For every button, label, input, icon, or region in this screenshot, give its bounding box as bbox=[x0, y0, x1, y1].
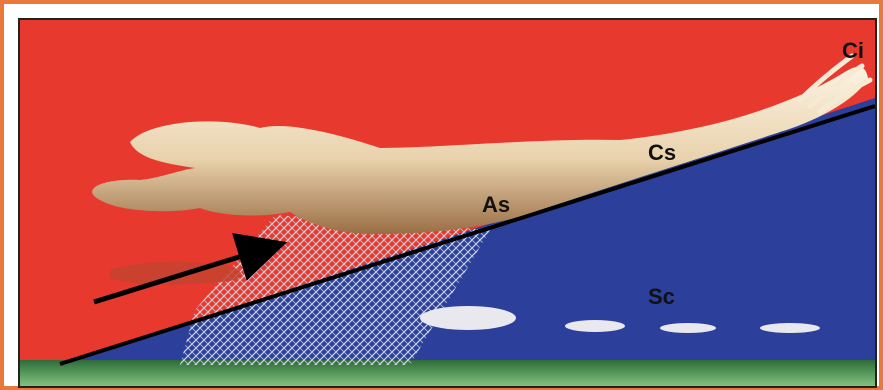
ground-strip bbox=[20, 360, 875, 386]
warm-front-diagram: Ci Cs As Sc bbox=[18, 18, 877, 388]
label-ci: Ci bbox=[842, 38, 864, 63]
label-as: As bbox=[482, 192, 510, 217]
label-sc: Sc bbox=[648, 284, 675, 309]
label-cs: Cs bbox=[648, 140, 676, 165]
stratocumulus-cloud bbox=[420, 306, 516, 330]
cloud-finger-lower bbox=[110, 262, 241, 285]
stratocumulus-cloud bbox=[760, 323, 820, 333]
stratocumulus-cloud bbox=[565, 320, 625, 332]
stratocumulus-cloud bbox=[660, 323, 716, 333]
diagram-canvas: Ci Cs As Sc bbox=[20, 20, 875, 386]
